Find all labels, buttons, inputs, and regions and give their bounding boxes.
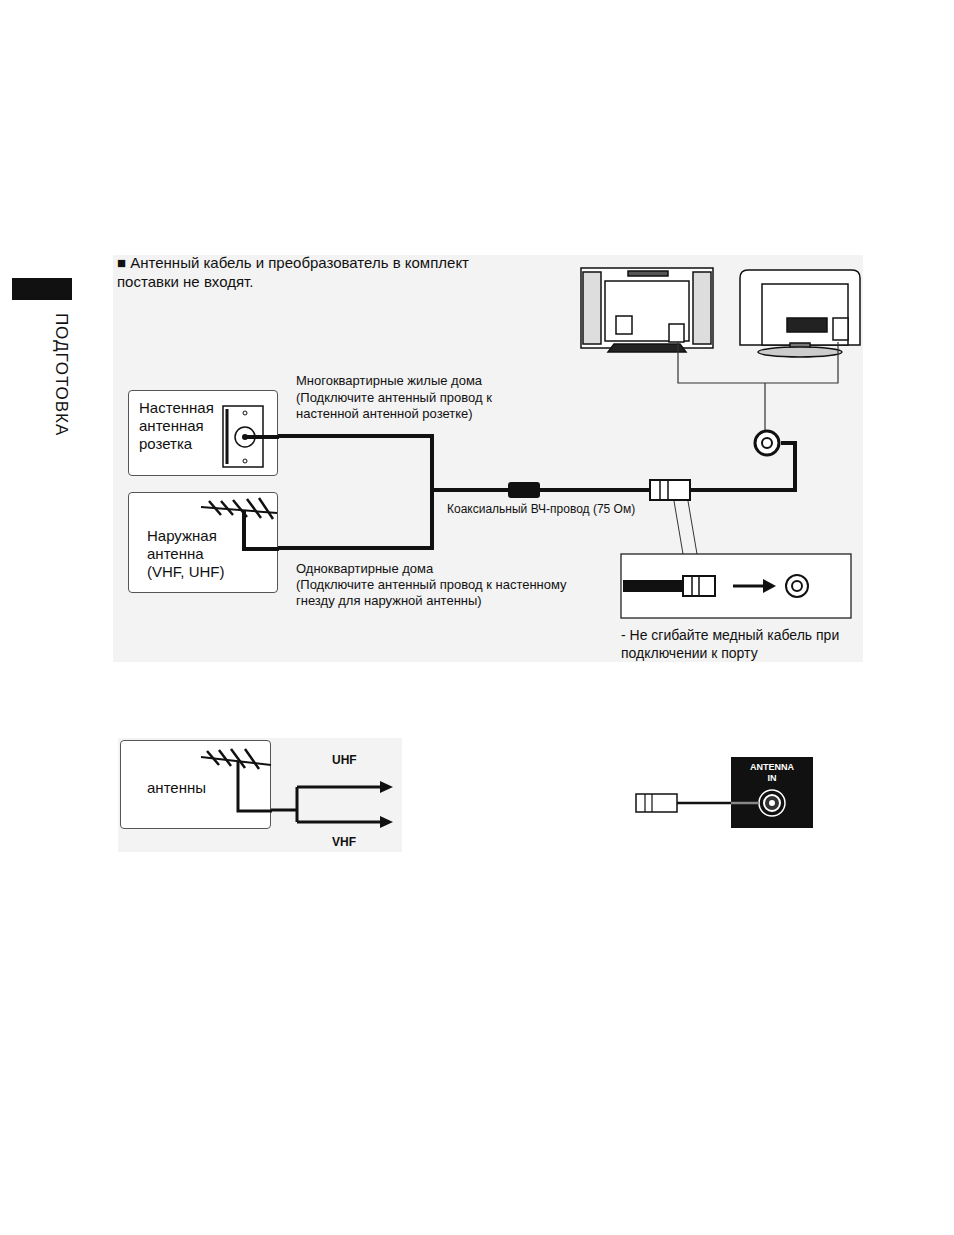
- coax-cable: [432, 443, 795, 490]
- leader-line: [674, 501, 697, 554]
- node-text: Наружная антенна (VHF, UHF): [147, 527, 239, 581]
- ground-panel: [113, 255, 863, 662]
- node-box: ANTENNA IN: [731, 757, 813, 828]
- text-label: Коаксиальный ВЧ-провод (75 Ом): [447, 502, 647, 517]
- node-box: антенны: [120, 740, 271, 829]
- inset-box: [621, 554, 851, 618]
- text-label: VHF: [332, 835, 372, 850]
- arrow-head: [380, 781, 393, 793]
- node-box: Настенная антенная розетка: [128, 390, 278, 476]
- text-label: ■ Антенный кабель и преобразователь в ко…: [117, 254, 517, 292]
- arrow: [763, 579, 776, 593]
- text-label: (Подключите антенный провод к настенной …: [296, 390, 528, 423]
- antenna-wire: [278, 436, 432, 548]
- antenna-jack: [762, 438, 772, 448]
- text-label: Одноквартирные дома: [296, 561, 546, 577]
- coax-plug: [660, 480, 668, 500]
- coax-cable: [623, 580, 683, 592]
- ground-panel: [118, 738, 402, 852]
- ferrite-core: [508, 482, 540, 498]
- node-text: Настенная антенная розетка: [139, 399, 225, 453]
- antenna-jack: [755, 431, 779, 455]
- text-label: Многоквартирные жилые дома: [296, 373, 546, 389]
- coax-cable: [677, 802, 731, 805]
- coax-plug: [692, 576, 699, 596]
- node-text: антенны: [147, 779, 227, 797]
- section-tab: [12, 278, 72, 300]
- tv-lead: [678, 342, 838, 431]
- tv-back-right: [740, 270, 860, 357]
- section-title: ПОДГОТОВКА: [51, 313, 72, 436]
- coax-plug: [650, 480, 690, 500]
- text-label: (Подключите антенный провод к настенному…: [296, 577, 608, 610]
- antenna-port: [786, 575, 808, 597]
- node-box: Наружная антенна (VHF, UHF): [128, 492, 278, 593]
- signal-arrow: [271, 787, 382, 822]
- text-label: UHF: [332, 753, 372, 768]
- antenna-port: [792, 581, 802, 591]
- text-label: - Не сгибайте медный кабель при подключе…: [621, 627, 849, 662]
- coax-plug: [645, 794, 652, 812]
- arrow: [733, 585, 764, 588]
- coax-plug: [636, 794, 677, 812]
- tv-back-left: [581, 268, 713, 352]
- coax-plug: [683, 576, 715, 596]
- node-text: ANTENNA IN: [747, 762, 797, 784]
- arrow-head: [380, 816, 393, 828]
